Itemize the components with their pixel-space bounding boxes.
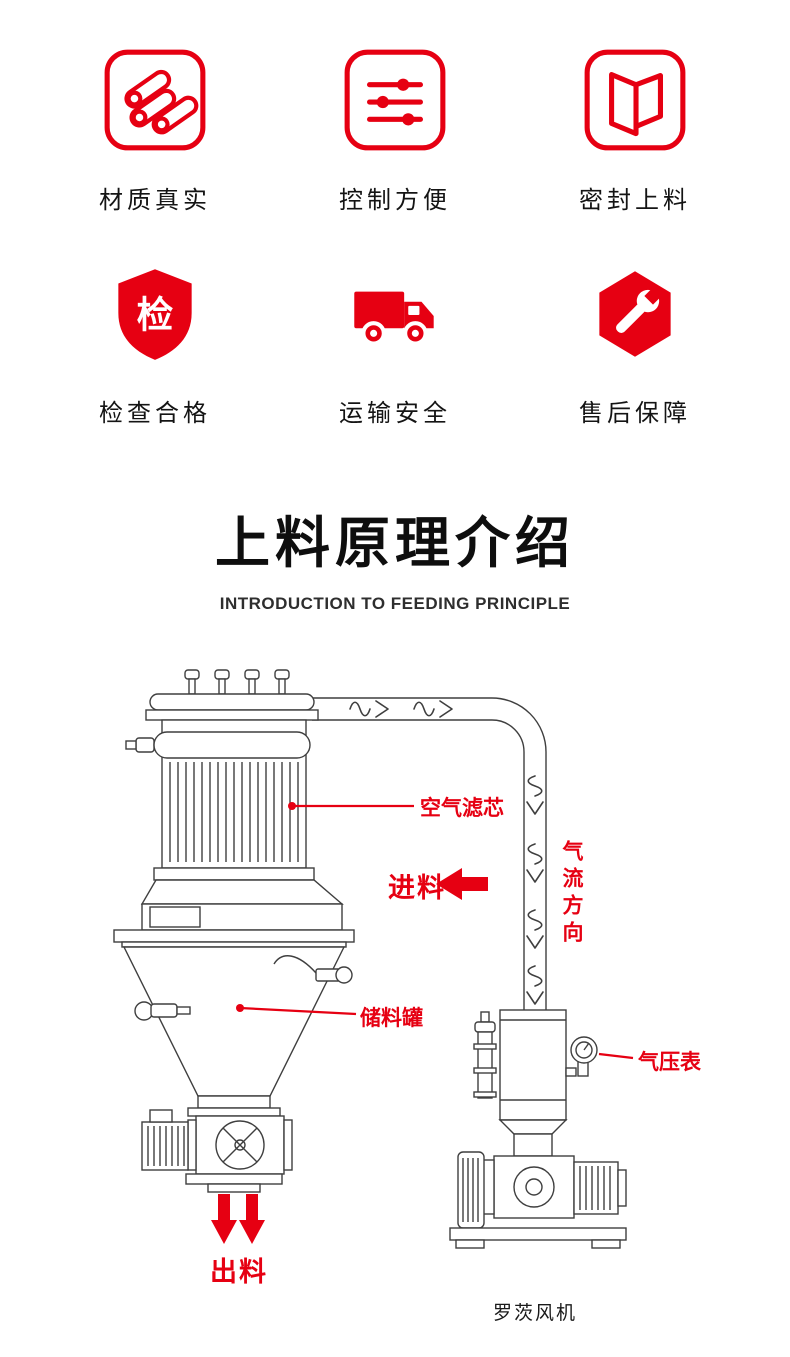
feature-sealed: 密封上料	[579, 44, 691, 215]
rotary-valve-drawing	[141, 1109, 293, 1193]
feeding-principle-diagram: 空气滤芯 进料 气流方向 储料罐 气压表 出料 罗茨风机	[0, 648, 790, 1357]
pipes-icon	[104, 49, 206, 151]
feature-aftersale: 售后保障	[579, 257, 691, 428]
roots-blower-label: 罗茨风机	[492, 1303, 577, 1324]
dust-filter-drawing	[125, 669, 344, 905]
feature-control: 控制方便	[339, 44, 451, 215]
feature-label: 材质真实	[99, 187, 211, 214]
wrench-hexagon-icon	[599, 271, 671, 357]
section-title: 上料原理介绍	[214, 512, 575, 574]
storage-tank-label: 储料罐	[360, 1007, 423, 1030]
storage-tank-leader-line	[239, 1006, 357, 1016]
pressure-gauge-leader-line	[598, 1052, 634, 1060]
air-filter-label: 空气滤芯	[420, 797, 504, 820]
shield-glyph: 检	[137, 294, 174, 335]
feature-label: 检查合格	[99, 400, 211, 427]
truck-icon	[354, 291, 434, 346]
sliders-icon	[344, 49, 446, 151]
flow-arrows	[211, 868, 488, 1244]
pipe-drawing	[312, 697, 547, 1010]
feed-in-arrow	[436, 868, 488, 900]
machine-line-drawing	[113, 669, 634, 1249]
feature-label: 密封上料	[579, 187, 691, 214]
feature-inspection: 检 检查合格	[99, 257, 211, 428]
blower-drawing	[449, 1009, 627, 1249]
feature-grid: 材质真实 控制方便	[35, 0, 755, 428]
sealed-door-icon	[584, 49, 686, 151]
airflow-direction-label: 气流方向	[560, 840, 583, 948]
hopper-drawing	[113, 903, 355, 1117]
feature-transport: 运输安全	[339, 257, 451, 428]
shield-check-icon: 检	[118, 269, 192, 360]
feature-material: 材质真实	[99, 44, 211, 215]
feature-label: 运输安全	[339, 400, 451, 427]
annotation-leaders	[236, 802, 634, 1060]
airflow-arrows	[349, 700, 544, 1005]
discharge-label: 出料	[210, 1257, 268, 1287]
feature-label: 控制方便	[339, 187, 451, 214]
feature-label: 售后保障	[579, 400, 691, 427]
section-subtitle: INTRODUCTION TO FEEDING PRINCIPLE	[219, 594, 571, 613]
pressure-gauge-label: 气压表	[638, 1051, 701, 1074]
feed-in-label: 进料	[388, 873, 446, 903]
discharge-arrows	[211, 1194, 265, 1244]
